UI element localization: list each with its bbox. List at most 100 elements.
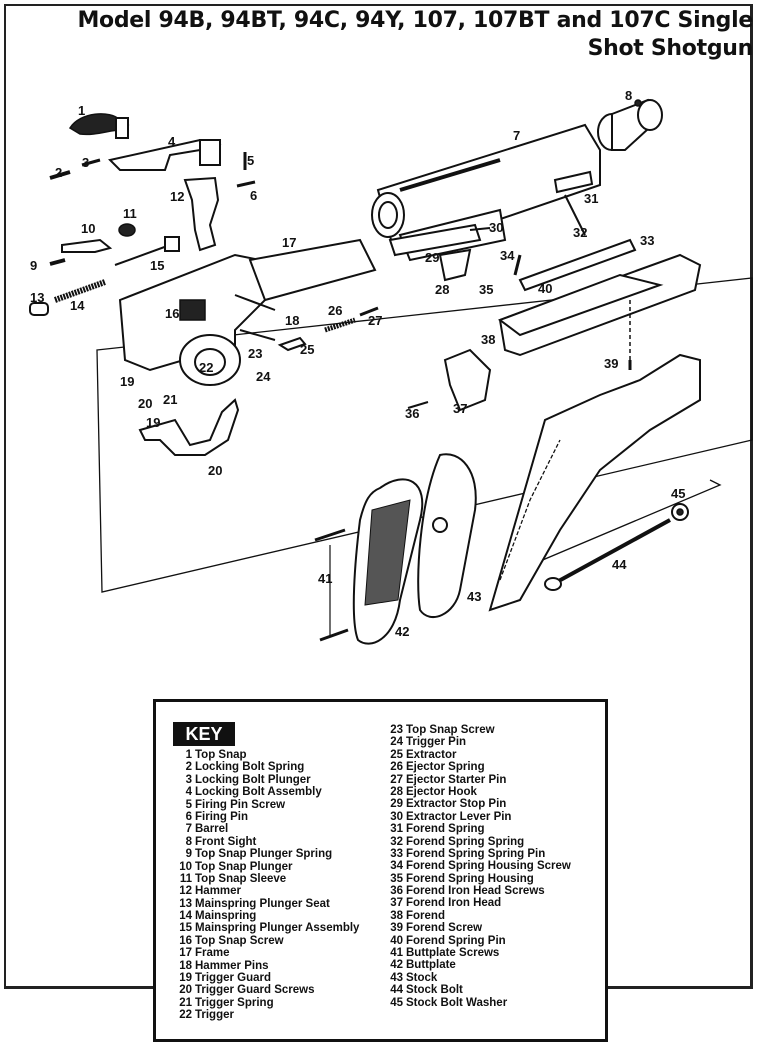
key-item-number: 7 [185,823,192,836]
key-item-number: 29 [390,798,403,811]
key-item-number: 35 [390,872,403,885]
callout-5: 5 [247,153,254,168]
callout-45: 45 [671,486,685,501]
title-line-2: Shot Shotgun [587,36,754,61]
key-item-number: 24 [390,736,403,749]
key-item-number: 37 [390,897,403,910]
key-item-name: Forend Spring Housing Screw [406,860,571,873]
callout-4: 4 [168,134,176,149]
key-item-number: 25 [390,748,403,761]
callout-43: 43 [467,589,481,604]
frame-part [118,238,377,386]
key-item-number: 30 [390,810,403,823]
key-item-number: 31 [390,823,403,836]
key-item-number: 28 [390,785,403,798]
callout-36: 36 [405,406,419,421]
key-item-name: Firing Pin [195,810,249,823]
locking-bolt-part [49,138,222,180]
callout-23: 23 [248,346,262,361]
key-item-number: 18 [179,959,192,972]
key-item-number: 20 [179,984,192,997]
key-item-name: Firing Pin Screw [195,798,286,811]
callout-14: 14 [70,298,85,313]
key-item-number: 17 [179,947,192,960]
key-item-number: 22 [179,1009,192,1022]
callout-29: 29 [425,250,439,265]
key-item-number: 23 [390,724,403,736]
stock-bolt-part [544,503,689,591]
key-item-name: Hammer [195,885,242,898]
key-item-name: Extractor [406,748,457,761]
buttplate-part [352,453,477,645]
callout-3: 3 [82,155,89,170]
key-item-number: 10 [179,860,192,873]
top-snap-part [68,113,130,139]
callout-19: 19 [120,374,134,389]
callout-25: 25 [300,342,314,357]
key-item-name: Barrel [195,823,229,836]
callout-37: 37 [453,401,467,416]
key-item-name: Forend Spring Housing [406,872,534,885]
key-item-number: 41 [390,947,403,960]
callout-41: 41 [318,571,332,586]
key-item-number: 2 [185,761,192,774]
key-item-name: Ejector Spring [406,761,485,774]
key-item-name: Frame [195,947,230,960]
callout-30: 30 [489,220,503,235]
callout-33: 33 [640,233,654,248]
key-item-name: Top Snap Screw [406,724,495,736]
callout-44: 44 [612,557,627,572]
key-item-name: Forend Spring Pin [406,934,506,947]
callout-20-guard: 20 [208,463,222,478]
key-item-name: Extractor Lever Pin [406,810,512,823]
key-item-name: Buttplate [406,959,456,972]
hammer-part [183,176,220,252]
key-item-number: 33 [390,847,403,860]
key-item-number: 14 [179,910,192,923]
key-item-name: Forend Screw [406,922,483,935]
key-item-name: Locking Bolt Spring [195,761,305,774]
key-item-name: Buttplate Screws [406,947,500,960]
front-sight-part [597,98,663,151]
stock-part [488,353,701,612]
callout-21: 21 [163,392,177,407]
key-item-name: Trigger Guard Screws [195,984,315,997]
key-item-name: Ejector Hook [406,785,477,798]
key-item-name: Forend Iron Head [406,897,502,910]
stock-bolt-plane [499,479,722,579]
callout-27: 27 [368,313,382,328]
callout-19-guard: 19 [146,415,160,430]
key-item-name: Trigger Guard [195,972,272,985]
key-item-name: Trigger [195,1009,234,1022]
callout-labels: 1 2 3 4 5 6 7 8 9 10 11 12 13 14 15 16 1… [30,88,685,639]
key-item-name: Forend Iron Head Screws [406,885,545,898]
key-item-name: Forend Spring Spring [406,835,525,848]
key-item-number: 1 [185,749,192,761]
callout-17: 17 [282,235,296,250]
key-item-number: 38 [390,909,403,922]
